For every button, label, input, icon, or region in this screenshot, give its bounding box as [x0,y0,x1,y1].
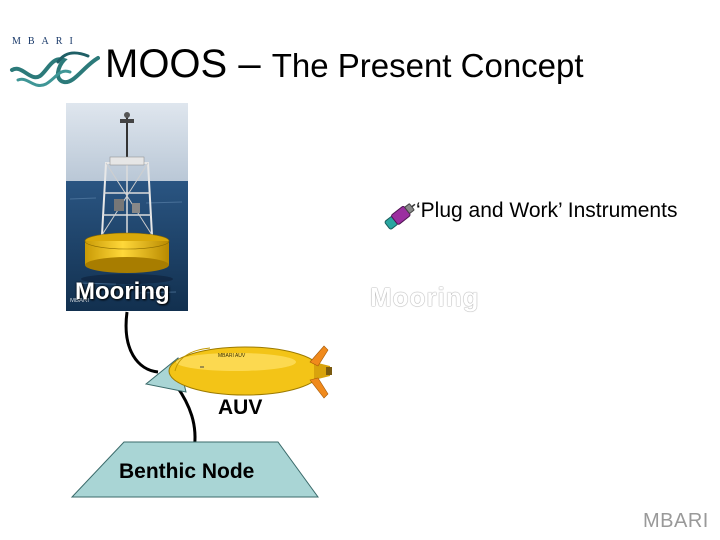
mooring-buoy-photo [66,103,188,311]
slide-title: MOOS – The Present Concept [105,44,584,84]
photo-credit: MBARI [70,298,90,304]
footer-mbari: MBARI [643,510,709,532]
benthic-node-shape [70,441,319,498]
instrument-canister-icon [384,203,416,230]
node-cable [174,384,197,451]
plug-and-work-label: ‘Plug and Work’ Instruments [416,199,678,222]
ghost-mooring-label: Mooring [370,282,480,312]
title-main: MOOS [105,42,228,86]
mooring-label: Mooring [75,278,170,305]
logo-text: MBARI [12,36,80,47]
mbari-logo [10,51,100,87]
benthic-node-label: Benthic Node [119,460,255,483]
title-rest: The Present Concept [271,47,584,84]
auv-vehicle: MBARI AUV [168,345,332,399]
mooring-cable [124,311,159,374]
auv-hull-text: MBARI AUV [218,353,246,359]
auv-label: AUV [218,396,263,419]
title-dash: – [227,42,272,86]
